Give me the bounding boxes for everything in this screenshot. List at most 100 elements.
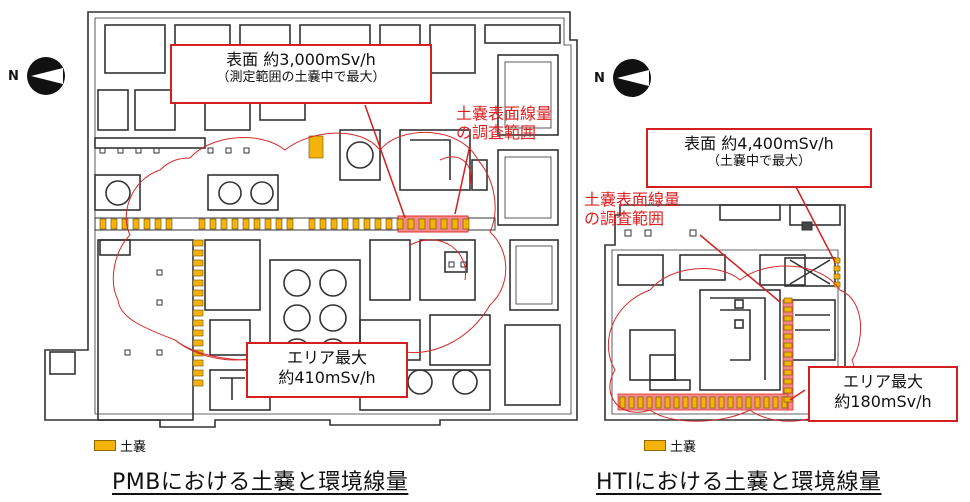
- sandbag: [709, 396, 716, 409]
- pmb-north-letter: N: [8, 68, 19, 84]
- sandbag: [110, 218, 118, 230]
- pmb-survey-label-line1: 土嚢表面線量: [456, 104, 553, 123]
- hti-surface-pointer: [794, 184, 836, 263]
- sandbag: [833, 265, 841, 272]
- hti-area-max-line1: エリア最大: [842, 372, 923, 391]
- sandbag: [198, 218, 206, 230]
- sandbag: [646, 396, 653, 409]
- sandbag: [385, 218, 393, 230]
- sandbag: [440, 218, 448, 230]
- sandbag: [418, 218, 426, 230]
- sandbag: [341, 218, 349, 230]
- sandbag: [192, 239, 204, 247]
- pmb-area-max-line1: エリア最大: [286, 348, 367, 367]
- hti-survey-pointer: [699, 234, 781, 303]
- sandbag: [727, 396, 734, 409]
- sandbag: [783, 378, 793, 385]
- hti-area-max-line2: 約180mSv/h: [834, 392, 932, 411]
- sandbag: [718, 396, 725, 409]
- hti-panel: N 表面 約4,400mSv/h （土嚢中で最大） 土嚢表面線量 の調査範囲 エ…: [584, 0, 970, 502]
- sandbag: [209, 218, 217, 230]
- pmb-surface-pointer: [364, 104, 406, 219]
- pmb-legend-label: 土嚢: [120, 440, 147, 455]
- sandbag: [783, 387, 793, 394]
- sandbag: [682, 396, 689, 409]
- sandbag: [754, 396, 761, 409]
- pmb-legend: 土嚢: [94, 436, 146, 455]
- pmb-surface-dose-line1: 表面 約3,000mSv/h: [226, 50, 376, 69]
- pmb-surface-dose-callout: 表面 約3,000mSv/h （測定範囲の土嚢中で最大）: [170, 44, 432, 104]
- hti-survey-label-line2: の調査範囲: [584, 209, 665, 229]
- sandbag: [99, 218, 107, 230]
- sandbag: [192, 359, 204, 367]
- hti-surface-dose-callout: 表面 約4,400mSv/h （土嚢中で最大）: [646, 128, 872, 188]
- sandbag: [783, 369, 793, 376]
- north-arrow-icon: [612, 59, 651, 97]
- hti-survey-label-line1: 土嚢表面線量: [584, 190, 681, 209]
- sandbag: [192, 379, 204, 387]
- hti-floor-plan: [604, 184, 862, 422]
- sandbag: [772, 396, 779, 409]
- sandbag: [407, 218, 415, 230]
- sandbag: [192, 309, 204, 317]
- sandbag: [783, 324, 793, 331]
- sandbag: [319, 218, 327, 230]
- hti-north-indicator: N: [594, 58, 655, 98]
- pmb-panel: N 表面 約3,000mSv/h （測定範囲の土嚢中で最大） 土嚢表面線量 の調…: [8, 11, 578, 495]
- north-arrow-icon: [26, 57, 65, 95]
- hti-legend: 土嚢: [644, 436, 696, 455]
- hti-legend-label: 土嚢: [670, 440, 697, 455]
- sandbag: [132, 218, 140, 230]
- sandbag: [275, 218, 283, 230]
- sandbag: [286, 218, 294, 230]
- pmb-north-indicator: N: [8, 56, 69, 96]
- sandbag: [628, 396, 635, 409]
- sandbag: [264, 218, 272, 230]
- sandbag: [396, 218, 404, 230]
- pmb-area-max-callout: エリア最大 約410mSv/h: [246, 342, 408, 398]
- sandbag: [165, 218, 173, 230]
- sandbag: [352, 218, 360, 230]
- hti-survey-range-label: 土嚢表面線量 の調査範囲: [584, 190, 680, 228]
- sandbag: [192, 299, 204, 307]
- sandbag: [308, 218, 316, 230]
- hti-surface-dose-line1: 表面 約4,400mSv/h: [684, 134, 834, 153]
- sandbag: [374, 218, 382, 230]
- sandbag: [700, 396, 707, 409]
- sandbag: [242, 218, 250, 230]
- sandbag: [192, 339, 204, 347]
- sandbag: [783, 315, 793, 322]
- sandbag: [736, 396, 743, 409]
- pmb-survey-pointer: [454, 144, 471, 215]
- sandbag: [192, 369, 204, 377]
- sandbag: [637, 396, 644, 409]
- sandbag: [783, 333, 793, 340]
- sandbag: [330, 218, 338, 230]
- sandbag: [253, 218, 261, 230]
- sandbag: [783, 342, 793, 349]
- sandbag: [429, 218, 437, 230]
- sandbag: [192, 329, 204, 337]
- sandbag: [363, 218, 371, 230]
- sandbag: [655, 396, 662, 409]
- sandbag: [619, 396, 626, 409]
- sandbag: [783, 306, 793, 313]
- sandbag: [691, 396, 698, 409]
- sandbag: [462, 218, 470, 230]
- sandbag: [192, 249, 204, 257]
- sandbag: [745, 396, 752, 409]
- sandbag: [664, 396, 671, 409]
- sandbag-swatch: [644, 440, 666, 451]
- hti-surface-dose-line2: （土嚢中で最大）: [706, 154, 811, 169]
- sandbag: [783, 297, 793, 304]
- sandbag: [192, 259, 204, 267]
- pmb-surface-dose-line2: （測定範囲の土嚢中で最大）: [216, 70, 386, 85]
- sandbag: [783, 360, 793, 367]
- pmb-dose-boundary: [112, 131, 507, 377]
- sandbag-swatch: [94, 440, 116, 451]
- sandbag: [451, 218, 459, 230]
- sandbag: [833, 273, 841, 280]
- sandbag: [192, 319, 204, 327]
- hti-north-letter: N: [594, 70, 605, 86]
- pmb-area-max-line2: 約410mSv/h: [278, 368, 376, 387]
